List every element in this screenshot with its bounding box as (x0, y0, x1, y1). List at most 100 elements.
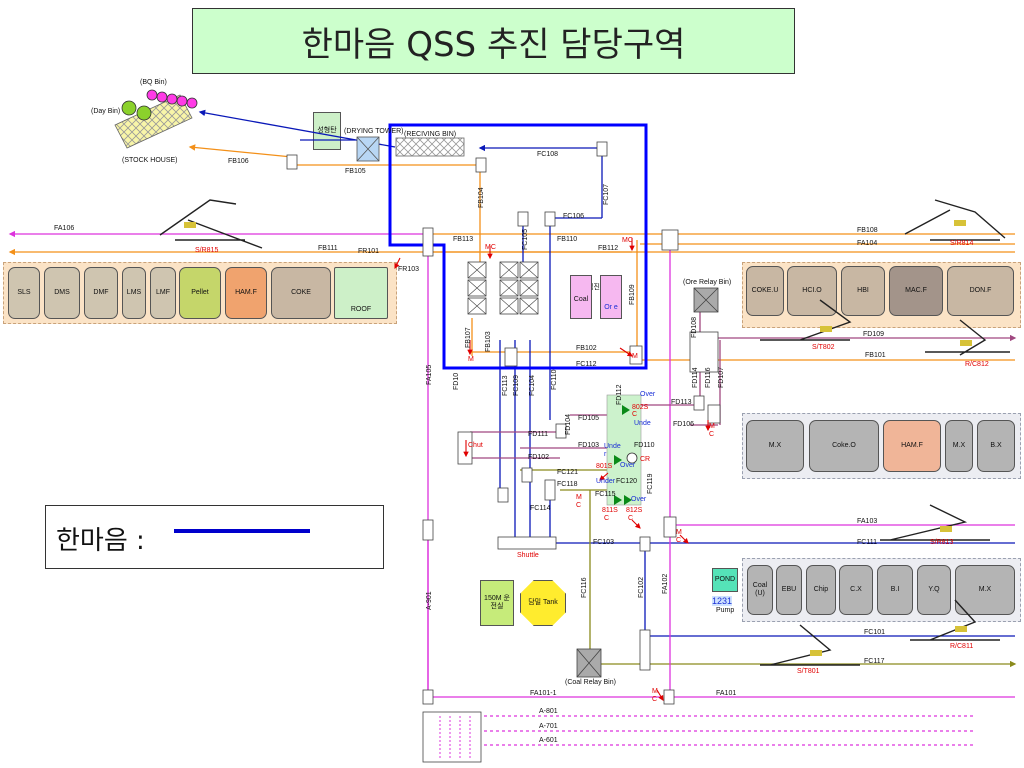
plant-lmf[interactable]: LMF (150, 267, 176, 319)
marker-c-s812: C (628, 515, 633, 522)
label-fa103: FA103 (857, 518, 877, 525)
label-sr815: S/R815 (195, 247, 218, 254)
plant-coke[interactable]: COKE (271, 267, 331, 319)
marker-m-fa103: M (676, 529, 682, 536)
plant-y-q[interactable]: Y.Q (917, 565, 951, 615)
machine-sr814 (904, 199, 1006, 241)
marker-over-2: Over (620, 462, 636, 469)
jipjingi-coal[interactable]: Coal (570, 275, 592, 319)
pond-box[interactable]: POND (712, 568, 738, 592)
pond-pump-label: Pump (716, 607, 735, 614)
label-fr103: FR103 (398, 266, 419, 273)
plant-hci-o[interactable]: HCI.O (787, 266, 837, 316)
label-fa101: FA101 (716, 690, 736, 697)
label-fc116: FC116 (581, 577, 588, 598)
label-fc108: FC108 (537, 151, 558, 158)
label-fd110: FD110 (634, 442, 655, 449)
node-shuttle (497, 536, 557, 550)
bq-bin-2 (156, 91, 168, 103)
machine-rc812 (925, 319, 1010, 356)
label-day-bin: (Day Bin) (91, 108, 120, 115)
label-fb107: FB107 (465, 327, 472, 348)
label-fc105: FC105 (522, 229, 529, 250)
label-reciving-bin: (RECIVING BIN) (404, 131, 456, 138)
label-fc119: FC119 (647, 473, 654, 494)
label-fd107: FD107 (718, 367, 725, 388)
plant-pellet[interactable]: Pellet (179, 267, 221, 319)
node-fa101-left (422, 689, 434, 705)
label-fd10x: FD10 (453, 373, 460, 390)
node-a901 (422, 519, 434, 541)
plant-c-x[interactable]: C.X (839, 565, 873, 615)
plant-ebu[interactable]: EBU (776, 565, 802, 615)
node-fb104 (475, 157, 487, 173)
tank[interactable]: 담밀 Tank (520, 580, 566, 626)
plant-ham-f[interactable]: HAM.F (225, 267, 267, 319)
label-fc101: FC101 (864, 629, 885, 636)
label-fd108: FD108 (691, 317, 698, 338)
plant-don-f[interactable]: DON.F (947, 266, 1014, 316)
jipjingi-title: 집진기 (587, 284, 607, 291)
node-fd108 (689, 331, 719, 373)
plant-m-x-3[interactable]: M.X (955, 565, 1015, 615)
node-fd106 (707, 404, 721, 424)
label-fd103: FD103 (578, 442, 599, 449)
label-fc112: FC112 (576, 361, 597, 368)
label-st802: S/T802 (812, 344, 835, 351)
machine-sr815 (159, 199, 263, 249)
conveyor-fb106 (188, 144, 293, 158)
legend-line-swatch (174, 529, 310, 533)
label-stock-house: (STOCK HOUSE) (122, 157, 178, 164)
node-fb113 (422, 227, 434, 257)
sungyeongtan-box[interactable]: 성형탄 (313, 112, 341, 150)
plant-sls[interactable]: SLS (8, 267, 40, 319)
node-fc113 (504, 347, 518, 367)
label-fc114: FC114 (530, 505, 551, 512)
bq-bin-5 (186, 97, 198, 109)
marker-s811: 811S (602, 507, 618, 514)
node-fc102 (639, 536, 651, 552)
label-fc107: FC107 (603, 184, 610, 205)
plant-m-x-2[interactable]: M.X (945, 420, 973, 472)
plant-chip[interactable]: Chip (806, 565, 836, 615)
label-drying-tower: (DRYING TOWER) (344, 128, 404, 135)
label-fr101: FR101 (358, 248, 379, 255)
label-rc811: R/C811 (950, 643, 973, 650)
marker-m-fd106: M (709, 423, 715, 430)
marker-s801: 801S (596, 463, 613, 470)
control-room[interactable]: 150M 운전실 (480, 580, 514, 626)
label-a701: A-701 (539, 723, 558, 730)
plant-coke-o[interactable]: Coke.O (809, 420, 879, 472)
plant-b-i[interactable]: B.I (877, 565, 913, 615)
label-a601: A-601 (539, 737, 558, 744)
legend-label: 한마음 : (56, 526, 145, 556)
plant-coke-u[interactable]: COKE.U (746, 266, 784, 316)
label-fd102: FD102 (528, 454, 549, 461)
node-fb105 (286, 154, 298, 170)
node-fc101 (639, 629, 651, 671)
marker-cr: CR (640, 456, 650, 463)
node-fd113 (693, 395, 705, 411)
hopper-802s (622, 405, 630, 415)
plant-roof[interactable]: ROOF (334, 267, 388, 319)
marker-s802: 802S (632, 404, 649, 411)
marker-r: r (604, 451, 607, 458)
plant-hbi[interactable]: HBI (841, 266, 885, 316)
plant-b-x[interactable]: B.X (977, 420, 1015, 472)
marker-over-3: Over (631, 496, 647, 503)
plant-ham-f-2[interactable]: HAM.F (883, 420, 941, 472)
plant-m-x-1[interactable]: M.X (746, 420, 804, 472)
plant-mac-f[interactable]: MAC.F (889, 266, 943, 316)
label-fb101: FB101 (865, 352, 886, 359)
plant-coal-u[interactable]: Coal (U) (747, 565, 773, 615)
plant-dmf[interactable]: DMF (84, 267, 118, 319)
plant-lms[interactable]: LMS (122, 267, 146, 319)
marker-s812: 812S (626, 507, 643, 514)
marker-under: Under (596, 478, 616, 485)
label-fd109: FD109 (863, 331, 884, 338)
jipjingi-ore[interactable]: Or e (600, 275, 622, 319)
plant-dms[interactable]: DMS (44, 267, 80, 319)
label-fc102: FC102 (638, 577, 645, 598)
label-fa106: FA106 (54, 225, 74, 232)
label-fd111: FD111 (528, 431, 548, 438)
